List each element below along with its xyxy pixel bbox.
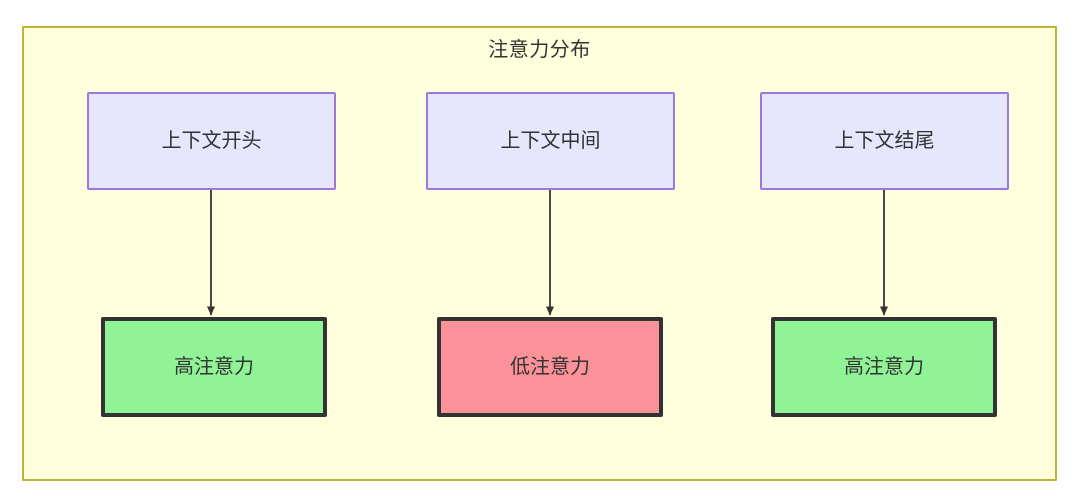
node-context-middle-label: 上下文中间	[500, 130, 601, 152]
node-context-end-label: 上下文结尾	[834, 130, 935, 152]
node-context-middle[interactable]: 上下文中间	[426, 92, 675, 190]
diagram-title: 注意力分布	[488, 39, 591, 61]
node-context-start[interactable]: 上下文开头	[87, 92, 336, 190]
node-attention-high-right-label: 高注意力	[844, 356, 924, 378]
node-attention-high-left[interactable]: 高注意力	[101, 317, 327, 417]
node-context-end[interactable]: 上下文结尾	[760, 92, 1009, 190]
node-attention-high-left-label: 高注意力	[174, 356, 254, 378]
node-attention-high-right[interactable]: 高注意力	[771, 317, 997, 417]
node-context-start-label: 上下文开头	[161, 130, 262, 152]
node-attention-low-middle-label: 低注意力	[510, 356, 590, 378]
node-attention-low-middle[interactable]: 低注意力	[437, 317, 663, 417]
